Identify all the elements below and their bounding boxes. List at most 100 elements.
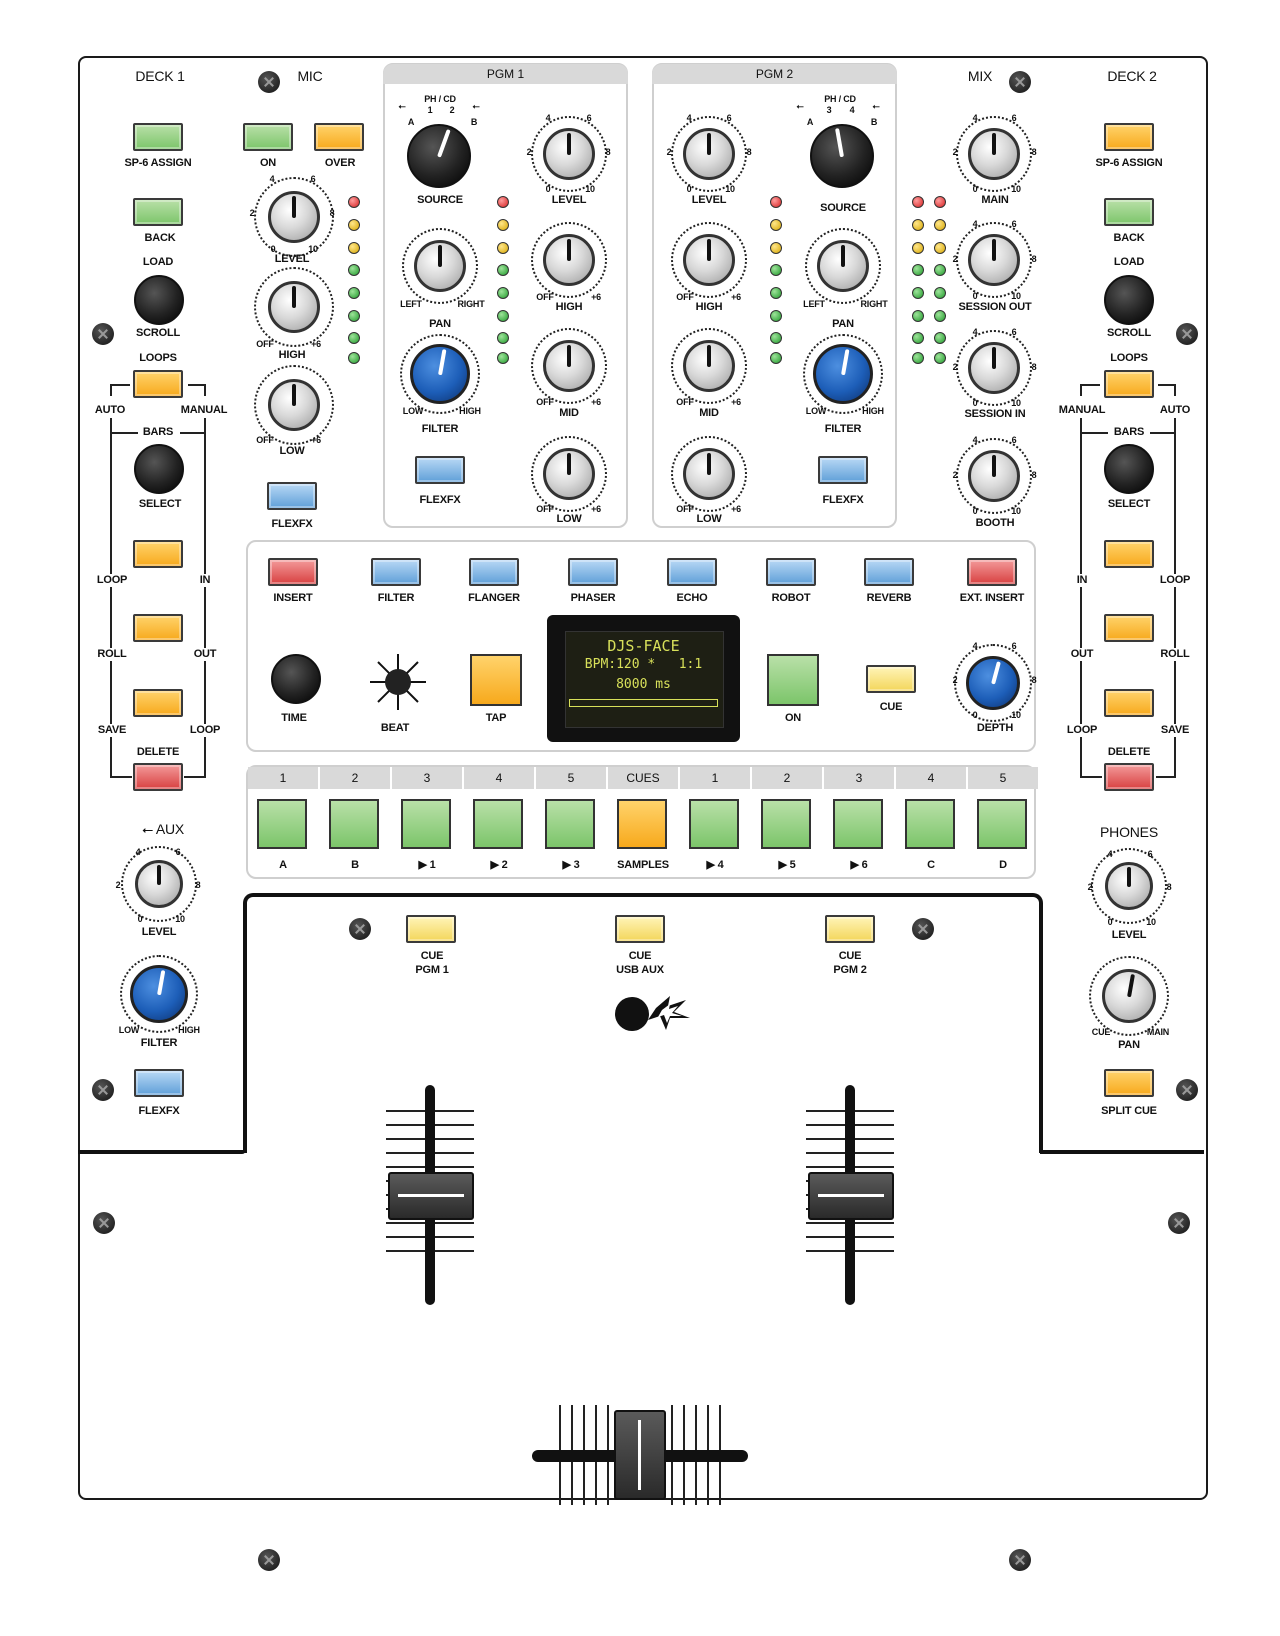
- pgm1-flexfx-button[interactable]: [415, 456, 465, 484]
- cue-pad[interactable]: [977, 799, 1027, 849]
- fx-display-line1: DJS-FACE: [607, 637, 680, 655]
- deck1-save-loop-button[interactable]: [133, 689, 183, 717]
- phones-pan-knob[interactable]: [1102, 969, 1156, 1023]
- phones-level-knob[interactable]: [1105, 862, 1153, 910]
- fx-phaser-button[interactable]: [568, 558, 618, 586]
- cue-pgm2-button[interactable]: [825, 915, 875, 943]
- aux-filter-knob[interactable]: [130, 965, 188, 1023]
- fx-echo-button[interactable]: [667, 558, 717, 586]
- deck2-loops-button[interactable]: [1104, 370, 1154, 398]
- deck1-roll-out-button[interactable]: [133, 614, 183, 642]
- pgm1-low-knob[interactable]: [543, 448, 595, 500]
- deck2-manual-bracket: [1080, 384, 1100, 396]
- split-cue-button[interactable]: [1104, 1069, 1154, 1097]
- deck1-loops-button[interactable]: [133, 370, 183, 398]
- deck1-back-button[interactable]: [133, 198, 183, 226]
- cue-pgm1-button[interactable]: [406, 915, 456, 943]
- mic-over-button[interactable]: [314, 123, 364, 151]
- pgm1-source-knob[interactable]: [407, 124, 471, 188]
- crossfader-cap[interactable]: [614, 1410, 666, 1500]
- mic-flexfx-button[interactable]: [267, 482, 317, 510]
- fx-filter-button[interactable]: [371, 558, 421, 586]
- pgm2-level-knob[interactable]: [683, 128, 735, 180]
- deck1-loop-in-button[interactable]: [133, 540, 183, 568]
- deck2-sp6-assign-button[interactable]: [1104, 123, 1154, 151]
- aux-flexfx-button[interactable]: [134, 1069, 184, 1097]
- cue-pad[interactable]: [905, 799, 955, 849]
- samples-pad[interactable]: [617, 799, 667, 849]
- pgm1-high-knob[interactable]: [543, 234, 595, 286]
- cue-pad[interactable]: [761, 799, 811, 849]
- cue-pad[interactable]: [401, 799, 451, 849]
- fx-on-label[interactable]: ON: [784, 712, 802, 724]
- fx-flanger-button[interactable]: [469, 558, 519, 586]
- cue-pad[interactable]: [689, 799, 739, 849]
- deck1-auto-label: AUTO: [94, 404, 126, 416]
- fx-insert-button[interactable]: [268, 558, 318, 586]
- fx-time-knob[interactable]: [271, 654, 321, 704]
- fx-tap-button[interactable]: [470, 654, 522, 706]
- cue-pad[interactable]: [545, 799, 595, 849]
- fx-cue-button[interactable]: [866, 665, 916, 693]
- fx-robot-button[interactable]: [766, 558, 816, 586]
- channel2-fader-cap[interactable]: [808, 1172, 894, 1220]
- pgm1-pan-knob[interactable]: [414, 240, 466, 292]
- fx-ext-insert-button[interactable]: [967, 558, 1017, 586]
- main-scale-8: 8: [1031, 147, 1037, 157]
- pgm1-filter-label: FILTER: [421, 423, 459, 435]
- cue-pad-label: ▶ 5: [778, 859, 796, 871]
- deck2-loop-in-button[interactable]: [1104, 540, 1154, 568]
- pgm2-pan-knob[interactable]: [817, 240, 869, 292]
- mic-level-knob[interactable]: [268, 191, 320, 243]
- pgm1-level-knob[interactable]: [543, 128, 595, 180]
- pgm2-flexfx-button[interactable]: [818, 456, 868, 484]
- cue-usb-aux-button[interactable]: [615, 915, 665, 943]
- aux-level-knob[interactable]: [135, 860, 183, 908]
- deck1-out-label: OUT: [191, 648, 219, 661]
- deck2-bars-select-knob[interactable]: [1104, 444, 1154, 494]
- aux-scale-2: 2: [115, 880, 121, 890]
- pgm2-mid-knob[interactable]: [683, 340, 735, 392]
- fx-reverb-button[interactable]: [864, 558, 914, 586]
- session-in-knob[interactable]: [968, 342, 1020, 394]
- session-out-knob[interactable]: [968, 234, 1020, 286]
- booth-scale-6: 6: [1011, 435, 1017, 445]
- booth-knob[interactable]: [968, 450, 1020, 502]
- deck2-delete-button[interactable]: [1104, 763, 1154, 791]
- booth-scale: [956, 438, 1032, 514]
- depth-scale-8: 8: [1031, 675, 1037, 685]
- phones-main-label: MAIN: [1146, 1027, 1170, 1037]
- pgm1-low-off: OFF: [536, 504, 554, 514]
- deck1-delete-button[interactable]: [133, 763, 183, 791]
- pgm2-high-knob[interactable]: [683, 234, 735, 286]
- main-scale-2: 2: [952, 147, 958, 157]
- deck1-sp6-assign-button[interactable]: [133, 123, 183, 151]
- pgm2-scale-8: 8: [746, 147, 752, 157]
- channel1-fader-cap[interactable]: [388, 1172, 474, 1220]
- pgm2-filter-knob[interactable]: [813, 344, 873, 404]
- cue-pad[interactable]: [473, 799, 523, 849]
- cue-pad[interactable]: [833, 799, 883, 849]
- deck2-load-scroll-knob[interactable]: [1104, 275, 1154, 325]
- pgm2-low-knob[interactable]: [683, 448, 735, 500]
- cue-pad[interactable]: [329, 799, 379, 849]
- cue-pad-label: D: [999, 859, 1007, 871]
- deck2-back-button[interactable]: [1104, 198, 1154, 226]
- cue-pad-label: B: [351, 859, 359, 871]
- main-level-knob[interactable]: [968, 128, 1020, 180]
- pgm2-source-knob[interactable]: [810, 124, 874, 188]
- mic-low-knob[interactable]: [268, 379, 320, 431]
- fx-depth-knob[interactable]: [966, 656, 1020, 710]
- deck1-load-scroll-knob[interactable]: [134, 275, 184, 325]
- mic-high-knob[interactable]: [268, 281, 320, 333]
- cue-pad[interactable]: [257, 799, 307, 849]
- deck2-save-loop-button[interactable]: [1104, 689, 1154, 717]
- deck2-roll-out-button[interactable]: [1104, 614, 1154, 642]
- pgm1-a: A: [407, 117, 415, 127]
- pgm1-filter-knob[interactable]: [410, 344, 470, 404]
- pgm1-mid-knob[interactable]: [543, 340, 595, 392]
- phones-scale-4: 4: [1107, 849, 1113, 859]
- fx-on-button[interactable]: [767, 654, 819, 706]
- deck1-bars-select-knob[interactable]: [134, 444, 184, 494]
- mic-on-button[interactable]: [243, 123, 293, 151]
